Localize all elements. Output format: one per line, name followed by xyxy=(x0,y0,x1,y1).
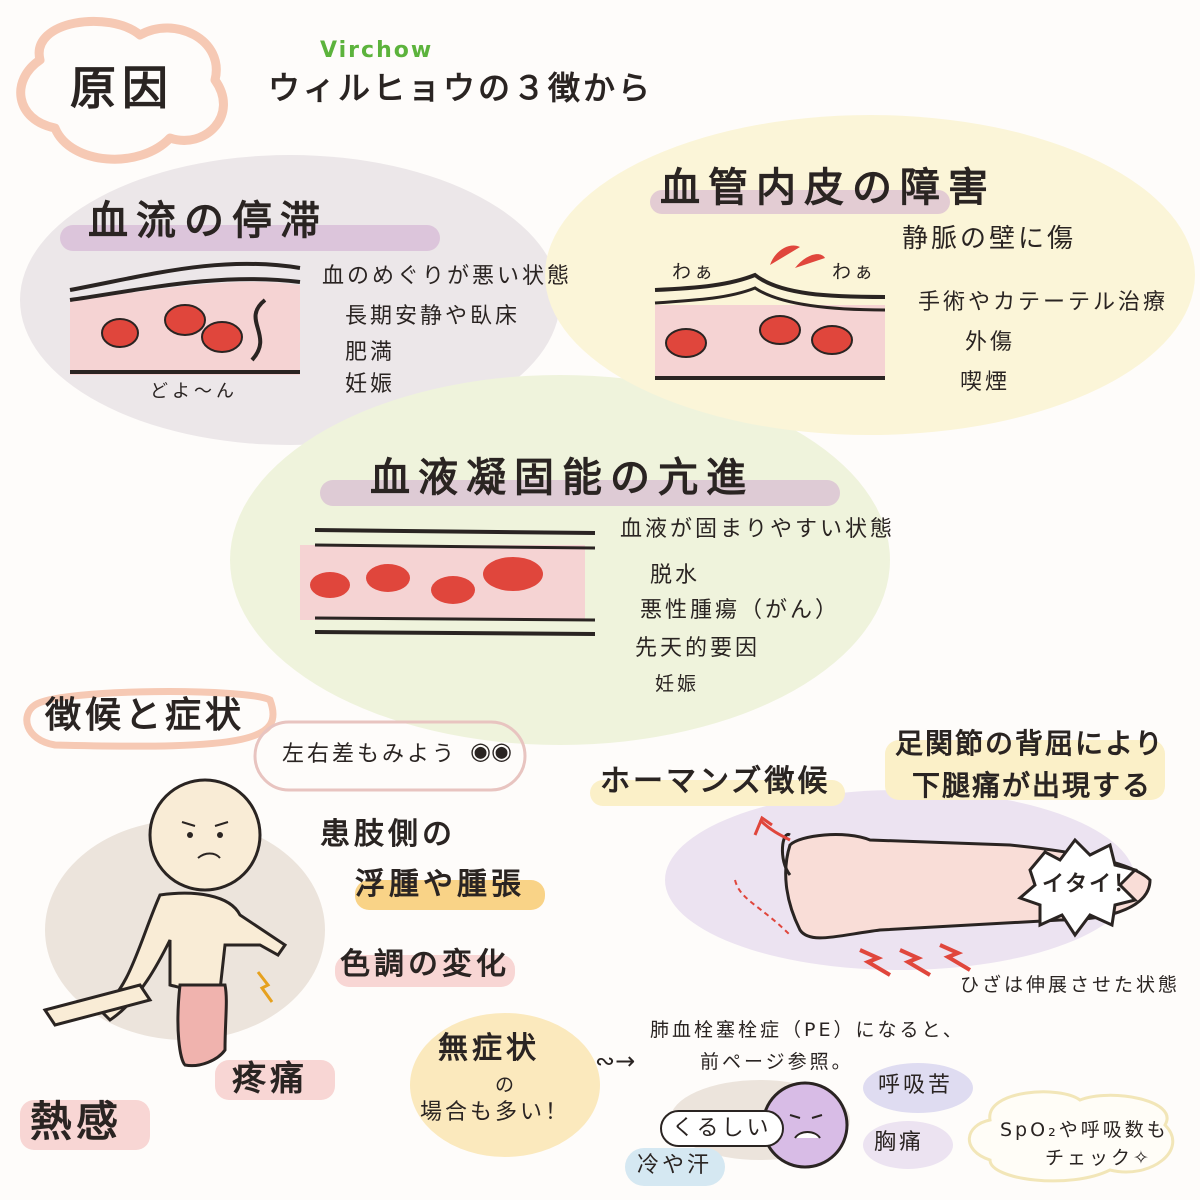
header-frame xyxy=(16,16,228,164)
chest-pain-label: 胸痛 xyxy=(874,1130,925,1155)
signs-title: 徴候と症状 xyxy=(45,695,246,736)
stasis-item-2: 肥満 xyxy=(345,340,396,365)
stasis-title-hl xyxy=(60,225,440,251)
stasis-title: 血流の停滞 xyxy=(88,198,328,244)
hypercoag-item-2: 悪性腫瘍（がん） xyxy=(640,598,841,623)
sound-right: わぁ xyxy=(832,261,877,283)
cold-sweat-label: 冷や汗 xyxy=(637,1153,713,1178)
check-line2: チェック✧ xyxy=(1045,1147,1152,1169)
asymptomatic-line1: 無症状 xyxy=(438,1031,540,1066)
swelling-hl xyxy=(355,880,545,910)
hypercoag-title: 血液凝固能の亢進 xyxy=(370,455,754,501)
endothelium-title-hl xyxy=(650,190,950,214)
page-subtitle: ウィルヒョウの３徴から xyxy=(268,69,654,107)
dyspnea-label: 呼吸苦 xyxy=(878,1073,954,1098)
color-change-label: 色調の変化 xyxy=(340,947,510,982)
pain-hl xyxy=(215,1060,335,1100)
homans-desc-line2: 下腿痛が出現する xyxy=(912,769,1153,802)
suffocating-label: くるしい xyxy=(660,1110,784,1148)
hypercoag-vessel xyxy=(300,528,596,636)
person-figure xyxy=(42,778,288,1068)
endothelium-title: 血管内皮の障害 xyxy=(660,165,996,211)
check-cloud xyxy=(967,1090,1175,1183)
stasis-caption: どよ〜ん xyxy=(150,381,238,402)
dyspnea-blob xyxy=(863,1063,973,1113)
heat-hl xyxy=(20,1100,150,1150)
bubble-text: 左右差もみよう xyxy=(282,742,458,767)
stasis-vessel xyxy=(69,261,301,375)
pain-label: 疼痛 xyxy=(232,1059,308,1099)
endothelium-vessel xyxy=(654,245,886,380)
swelling-label: 浮腫や腫張 xyxy=(355,867,525,902)
sound-left: わぁ xyxy=(672,261,717,283)
endothelium-description: 静脈の壁に傷 xyxy=(902,224,1077,254)
arrow-icon: ∾→ xyxy=(595,1047,636,1075)
homans-title: ホーマンズ徴候 xyxy=(600,764,831,799)
color-change-hl xyxy=(335,955,515,987)
affected-side-label: 患肢側の xyxy=(320,817,456,852)
page-title: 原因 xyxy=(70,61,174,115)
cold-sweat-hl xyxy=(625,1148,725,1186)
hypercoag-item-3: 先天的要因 xyxy=(635,636,761,661)
eyes-icon: ◉◉ xyxy=(470,737,512,765)
homans-desc-hl xyxy=(885,740,1165,800)
virchow-label: Virchow xyxy=(320,38,434,63)
homans-note: ひざは伸展させた状態 xyxy=(960,974,1181,996)
asymptomatic-blob xyxy=(410,1013,600,1157)
stasis-item-1: 長期安静や臥床 xyxy=(345,304,521,329)
endothelium-item-1: 手術やカテーテル治療 xyxy=(918,290,1169,315)
heat-label: 熱感 xyxy=(30,1097,123,1146)
stasis-item-3: 妊娠 xyxy=(345,372,396,397)
stasis-description: 血のめぐりが悪い状態 xyxy=(322,264,573,289)
endothelium-item-2: 外傷 xyxy=(965,330,1016,355)
pe-character xyxy=(761,1081,849,1169)
asymptomatic-line2: の xyxy=(495,1074,518,1096)
check-line1: SpO₂や呼吸数も xyxy=(1000,1119,1169,1141)
hypercoag-item-4: 妊娠 xyxy=(655,673,700,695)
hypercoag-item-1: 脱水 xyxy=(650,563,701,588)
hypercoag-title-hl xyxy=(320,480,840,506)
hypercoag-description: 血液が固まりやすい状態 xyxy=(620,517,896,542)
endothelium-item-3: 喫煙 xyxy=(960,370,1011,395)
homans-title-hl xyxy=(590,780,845,806)
homans-pain-label: イタイ！ xyxy=(1042,872,1138,897)
asymptomatic-line3: 場合も多い！ xyxy=(420,1100,571,1125)
pe-line1: 肺血栓塞栓症（PE）になると、 xyxy=(650,1019,965,1041)
chest-blob xyxy=(863,1121,953,1169)
pe-line2: 前ページ参照。 xyxy=(700,1051,854,1073)
pain-burst xyxy=(1017,837,1138,938)
bubble-outline xyxy=(253,720,527,792)
homans-desc-line1: 足関節の背屈により xyxy=(895,727,1165,760)
